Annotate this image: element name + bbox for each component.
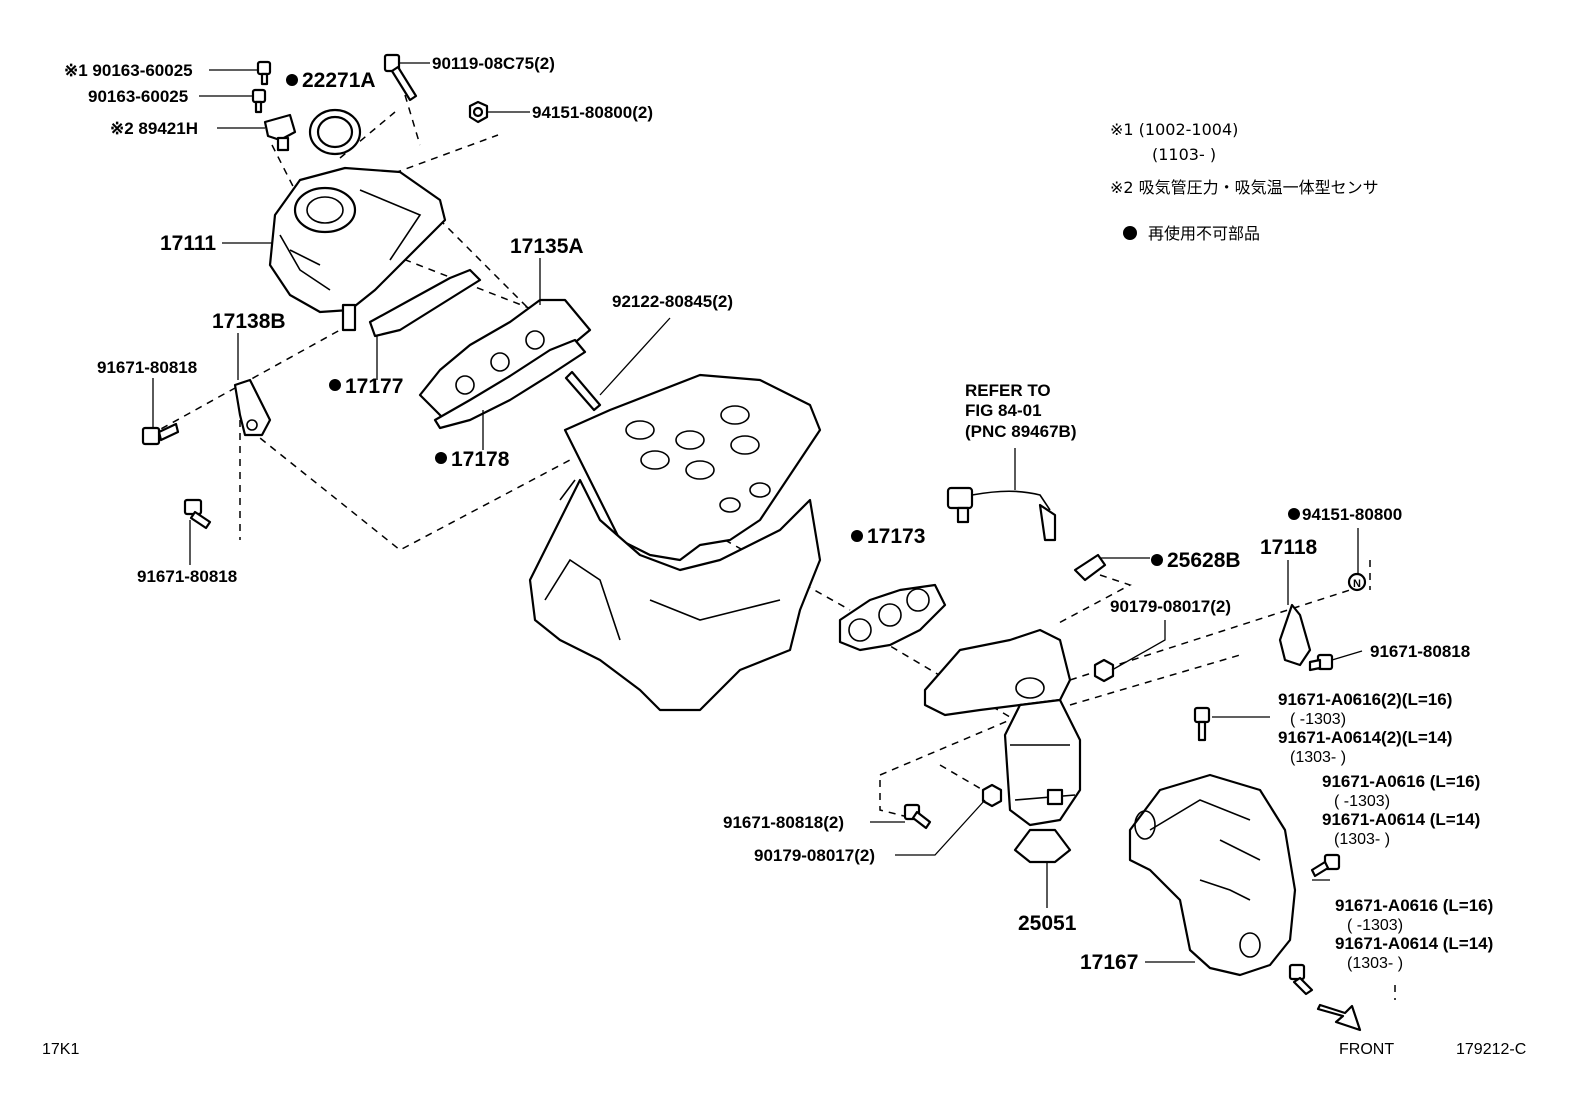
label-a0616-b-range: ( -1303) bbox=[1334, 793, 1390, 810]
nut-90179-right-icon bbox=[1093, 658, 1115, 683]
bolt-a0616-a-icon bbox=[1193, 706, 1211, 742]
label-a0614-a-range: (1303- ) bbox=[1290, 749, 1346, 766]
label-94151-right: 94151-80800 bbox=[1302, 505, 1402, 524]
bolt-90163-a-icon bbox=[256, 60, 272, 86]
oxygen-sensor-icon bbox=[946, 486, 1057, 542]
note-2-sensor: ※2 吸気管圧力・吸気温一体型センサ bbox=[1110, 178, 1379, 197]
label-90179-right: 90179-08017(2) bbox=[1110, 597, 1231, 616]
diagram-code-right: 179212-C bbox=[1456, 1041, 1526, 1058]
exhaust-manifold-converter-25051-icon bbox=[923, 628, 1082, 864]
stud-92122-icon bbox=[564, 370, 602, 412]
label-17135a: 17135A bbox=[510, 235, 584, 258]
bolt-91671-bottom-icon bbox=[903, 803, 932, 830]
n-marker-label: N bbox=[1353, 578, 1361, 590]
engine-block-icon bbox=[528, 373, 822, 712]
bolt-91671-right-icon bbox=[1308, 653, 1334, 672]
bolt-a0616-c-icon bbox=[1288, 963, 1314, 996]
label-a0614-c-range: (1303- ) bbox=[1347, 955, 1403, 972]
label-91671-left-2: 91671-80818 bbox=[137, 567, 237, 586]
label-92122: 92122-80845(2) bbox=[612, 292, 733, 311]
reuse-mark-icon bbox=[851, 530, 863, 542]
bolt-91671-left-a-icon bbox=[141, 422, 180, 446]
heat-insulator-17167-icon bbox=[1128, 773, 1297, 977]
label-25628b: 25628B bbox=[1167, 549, 1241, 572]
part-labels: ※1 90163-60025 90163-60025 ※2 89421H 222… bbox=[42, 54, 1526, 1058]
intake-manifold-17111-icon bbox=[268, 166, 447, 332]
label-90163-a: ※1 90163-60025 bbox=[64, 61, 193, 80]
label-17111: 17111 bbox=[160, 232, 216, 255]
label-a0614-b-range: (1303- ) bbox=[1334, 831, 1390, 848]
gasket-17178-icon bbox=[433, 338, 587, 430]
reuse-mark-icon bbox=[1151, 554, 1163, 566]
label-17167: 17167 bbox=[1080, 951, 1138, 974]
gasket-17173-icon bbox=[838, 583, 947, 652]
circled-n-marker: N bbox=[1347, 572, 1367, 592]
label-front: FRONT bbox=[1339, 1041, 1394, 1058]
label-17118: 17118 bbox=[1260, 536, 1318, 559]
label-91671-left-1: 91671-80818 bbox=[97, 358, 197, 377]
label-17178: 17178 bbox=[451, 448, 510, 471]
label-17173: 17173 bbox=[867, 525, 925, 548]
note-1-range-a: ※1 (1002-1004) bbox=[1110, 120, 1238, 139]
label-refer-1: REFER TO bbox=[965, 381, 1051, 400]
reuse-mark-icon bbox=[1123, 226, 1137, 240]
legend-notes: ※1 (1002-1004) (1103- ) ※2 吸気管圧力・吸気温一体型セ… bbox=[1110, 120, 1379, 243]
bracket-25628b-icon bbox=[1073, 553, 1107, 582]
note-1-range-b: (1103- ) bbox=[1152, 145, 1216, 164]
sensor-89421h-icon bbox=[263, 113, 297, 152]
label-a0616-a: 91671-A0616(2)(L=16) bbox=[1278, 690, 1452, 709]
label-90163-b: 90163-60025 bbox=[88, 87, 188, 106]
label-a0616-c-range: ( -1303) bbox=[1347, 917, 1403, 934]
label-a0616-a-range: ( -1303) bbox=[1290, 711, 1346, 728]
label-refer-3: (PNC 89467B) bbox=[965, 422, 1077, 441]
diagram-code-left: 17K1 bbox=[42, 1041, 79, 1058]
bolt-91671-left-b-icon bbox=[183, 498, 212, 530]
gasket-17177-icon bbox=[368, 268, 482, 338]
bracket-17138b-icon bbox=[233, 378, 272, 437]
front-direction-arrow bbox=[1316, 1003, 1362, 1032]
label-refer-2: FIG 84-01 bbox=[965, 401, 1042, 420]
label-a0616-c: 91671-A0616 (L=16) bbox=[1335, 896, 1493, 915]
reuse-mark-icon bbox=[329, 379, 341, 391]
reuse-mark-icon bbox=[1288, 508, 1300, 520]
gasket-22271a-icon bbox=[308, 108, 362, 156]
label-91671-right: 91671-80818 bbox=[1370, 642, 1470, 661]
reuse-mark-icon bbox=[435, 452, 447, 464]
bolt-90163-b-icon bbox=[251, 88, 267, 114]
label-22271a: 22271A bbox=[302, 69, 376, 92]
reuse-mark-icon bbox=[286, 74, 298, 86]
label-94151-top: 94151-80800(2) bbox=[532, 103, 653, 122]
label-17177: 17177 bbox=[345, 375, 403, 398]
label-90179-bottom: 90179-08017(2) bbox=[754, 846, 875, 865]
nut-94151-icon bbox=[468, 100, 489, 124]
label-90119: 90119-08C75(2) bbox=[432, 54, 555, 73]
leader-lines bbox=[152, 62, 1363, 963]
label-17138b: 17138B bbox=[212, 310, 286, 333]
bolt-a0616-b-icon bbox=[1310, 853, 1341, 878]
bracket-17118-icon bbox=[1278, 603, 1312, 667]
label-89421h: ※2 89421H bbox=[110, 119, 198, 138]
note-3-non-reusable: 再使用不可部品 bbox=[1148, 224, 1260, 243]
bolt-90119-icon bbox=[383, 53, 418, 102]
label-a0614-a: 91671-A0614(2)(L=14) bbox=[1278, 728, 1452, 747]
label-a0614-c: 91671-A0614 (L=14) bbox=[1335, 934, 1493, 953]
label-a0614-b: 91671-A0614 (L=14) bbox=[1322, 810, 1480, 829]
label-91671-bottom: 91671-80818(2) bbox=[723, 813, 844, 832]
label-25051: 25051 bbox=[1018, 912, 1077, 935]
nut-90179-bottom-icon bbox=[981, 783, 1003, 808]
label-a0616-b: 91671-A0616 (L=16) bbox=[1322, 772, 1480, 791]
